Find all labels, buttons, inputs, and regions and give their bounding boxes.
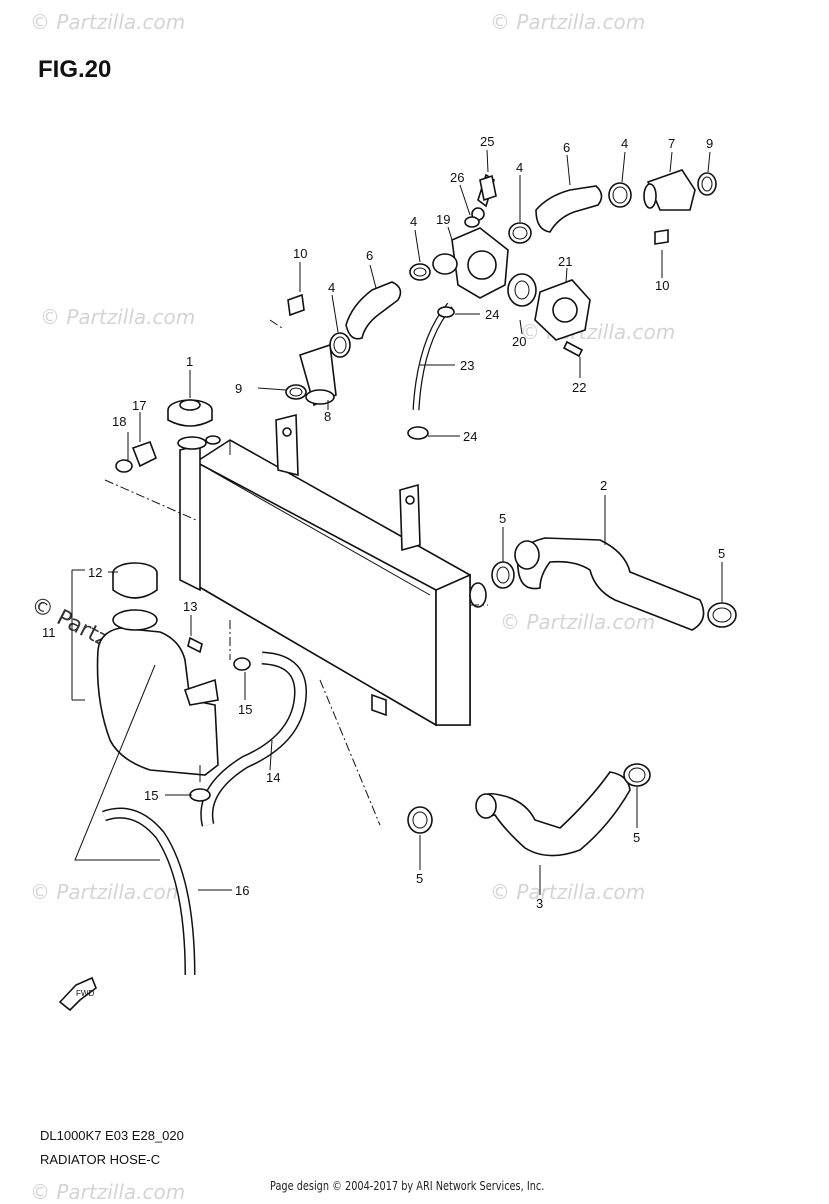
fwd-label: FWD <box>76 989 94 998</box>
bolt[interactable] <box>187 636 203 654</box>
gasket[interactable] <box>464 216 480 228</box>
fwd-arrow-icon <box>58 976 97 1012</box>
watermark-text: © Partzilla.com <box>30 10 186 34</box>
bolt[interactable] <box>562 340 584 358</box>
o-ring[interactable] <box>285 384 307 400</box>
callout-label: 6 <box>366 248 373 263</box>
radiator-hose-2[interactable] <box>514 537 705 631</box>
callout-label: 15 <box>144 788 158 803</box>
callout-label: 20 <box>512 334 526 349</box>
callout-label: 4 <box>516 160 523 175</box>
hose-clamp[interactable] <box>707 602 737 628</box>
leader-lines <box>108 149 723 895</box>
callout-label: 4 <box>621 136 628 151</box>
small-hose[interactable] <box>412 302 453 411</box>
temperature-gauge-sender[interactable] <box>479 174 497 202</box>
callout-label: 10 <box>293 246 307 261</box>
hose-clamp[interactable] <box>623 763 651 787</box>
watermark-text: © Partzilla.com <box>500 610 656 634</box>
model-code: DL1000K7 E03 E28_020 <box>40 1128 184 1143</box>
bolt[interactable] <box>287 293 305 317</box>
hose-clip[interactable] <box>189 788 211 802</box>
callout-label: 9 <box>706 136 713 151</box>
hose-clip[interactable] <box>233 657 251 671</box>
callout-label: 25 <box>480 134 494 149</box>
callout-labels: 1 2 3 4 4 4 4 5 5 5 5 6 6 7 8 9 9 10 10 … <box>42 134 725 911</box>
callout-label: 15 <box>238 702 252 717</box>
callout-label: 4 <box>328 280 335 295</box>
radiator-hose-3[interactable] <box>475 771 631 857</box>
upper-hose-right[interactable] <box>535 185 603 233</box>
callout-label: 8 <box>324 409 331 424</box>
callout-label: 24 <box>485 307 499 322</box>
hose-clamp[interactable] <box>491 561 515 589</box>
upper-hose-left[interactable] <box>345 281 402 340</box>
callout-label: 26 <box>450 170 464 185</box>
callout-label: 1 <box>186 354 193 369</box>
page-design-credit: Page design © 2004-2017 by ARI Network S… <box>270 1178 545 1193</box>
reservoir-cap[interactable] <box>112 562 158 599</box>
callout-label: 5 <box>499 511 506 526</box>
hose-clip[interactable] <box>437 306 455 318</box>
callout-label: 12 <box>88 565 102 580</box>
callout-label: 9 <box>235 381 242 396</box>
watermark-text: © Partzilla.com <box>490 880 646 904</box>
section-name: RADIATOR HOSE-C <box>40 1152 161 1167</box>
hose-clip[interactable] <box>407 426 429 440</box>
hose-union[interactable] <box>299 343 337 407</box>
thermostat-cover[interactable] <box>534 279 591 341</box>
overflow-hose[interactable] <box>102 807 196 976</box>
callout-label: 19 <box>436 212 450 227</box>
thermostat[interactable] <box>507 273 537 307</box>
callout-label: 5 <box>718 546 725 561</box>
watermark-text: © Partzilla.com <box>490 10 646 34</box>
callout-label: 5 <box>633 830 640 845</box>
callout-label: 24 <box>463 429 477 444</box>
callout-label: 2 <box>600 478 607 493</box>
watermark-text: © Partzilla.com <box>30 880 186 904</box>
callout-label: 6 <box>563 140 570 155</box>
hose-clamp[interactable] <box>608 182 632 208</box>
o-ring[interactable] <box>697 172 717 196</box>
callout-label: 17 <box>132 398 146 413</box>
reservoir-hose[interactable] <box>200 651 308 827</box>
figure-title: FIG.20 <box>38 56 112 83</box>
temperature-sensor[interactable] <box>115 440 158 473</box>
hose-clamp[interactable] <box>329 332 351 358</box>
callout-label: 21 <box>558 254 572 269</box>
reservoir-tank[interactable] <box>96 609 219 782</box>
callout-label: 22 <box>572 380 586 395</box>
callout-label: 18 <box>112 414 126 429</box>
callout-label: 13 <box>183 599 197 614</box>
bolt[interactable] <box>654 229 669 245</box>
radiator-cap[interactable] <box>167 399 213 427</box>
callout-label: 4 <box>410 214 417 229</box>
callout-label: 14 <box>266 770 280 785</box>
callout-label: 23 <box>460 358 474 373</box>
callout-label: 5 <box>416 871 423 886</box>
callout-label: 3 <box>536 896 543 911</box>
hose-union[interactable] <box>643 169 696 211</box>
hose-clamp[interactable] <box>407 806 433 834</box>
radiator[interactable] <box>177 413 487 727</box>
hose-clamp[interactable] <box>409 263 431 281</box>
watermark-text: © Partzilla.com <box>40 305 196 329</box>
callout-label: 11 <box>42 625 56 640</box>
callout-label: 10 <box>655 278 669 293</box>
callout-label: 7 <box>668 136 675 151</box>
callout-label: 16 <box>235 883 249 898</box>
hose-clamp[interactable] <box>508 222 532 244</box>
thermostat-housing[interactable] <box>432 173 509 299</box>
